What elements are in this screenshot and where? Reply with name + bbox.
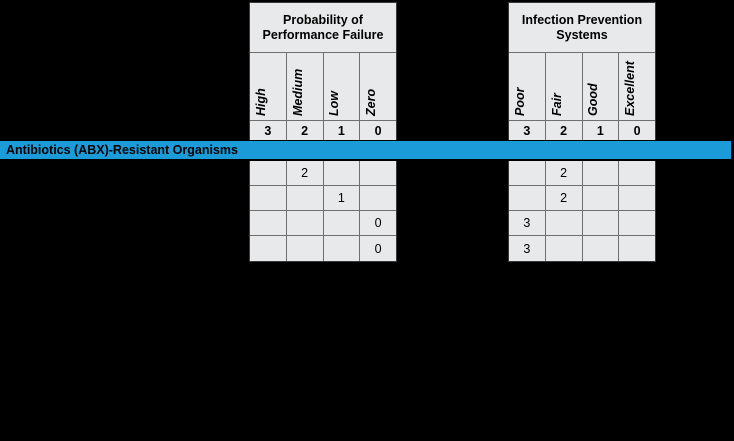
column-score-row-left: 3 2 1 0: [250, 121, 396, 142]
score-cell[interactable]: [509, 186, 546, 210]
column-label-cell-good: Good: [582, 53, 620, 120]
score-cell[interactable]: [582, 161, 620, 185]
score-cell[interactable]: 1: [323, 186, 361, 210]
category-banner-label: Antibiotics (ABX)-Resistant Organisms: [6, 143, 238, 157]
table-row[interactable]: 0: [250, 236, 396, 261]
column-label-excellent: Excellent: [623, 61, 638, 116]
column-label-cell-zero: Zero: [360, 53, 396, 120]
score-cell[interactable]: [619, 236, 655, 261]
score-cell[interactable]: [323, 211, 361, 235]
column-score-fair: 2: [545, 121, 583, 141]
matrix-header-infection-prevention-systems: Infection Prevention Systems Poor Fair G…: [508, 2, 656, 143]
score-cell[interactable]: 2: [545, 186, 583, 210]
column-score-row-right: 3 2 1 0: [509, 121, 655, 142]
column-label-high: High: [253, 88, 268, 116]
column-score-poor: 3: [509, 121, 546, 141]
score-cell[interactable]: [582, 236, 620, 261]
column-score-zero: 0: [360, 121, 396, 141]
score-cell[interactable]: 0: [360, 236, 396, 261]
score-cell[interactable]: [250, 236, 287, 261]
column-label-poor: Poor: [512, 87, 527, 116]
table-row[interactable]: 3: [509, 211, 655, 236]
table-row[interactable]: 2: [250, 161, 396, 186]
group-title-probability-of-performance-failure: Probability of Performance Failure: [250, 3, 396, 53]
column-label-fair: Fair: [549, 93, 564, 116]
score-cell[interactable]: [545, 211, 583, 235]
table-row[interactable]: 1: [250, 186, 396, 211]
group-title-infection-prevention-systems: Infection Prevention Systems: [509, 3, 655, 53]
column-score-high: 3: [250, 121, 287, 141]
column-label-cell-high: High: [250, 53, 287, 120]
score-cell[interactable]: [250, 211, 287, 235]
score-cell[interactable]: 2: [545, 161, 583, 185]
score-cell[interactable]: [545, 236, 583, 261]
column-label-row-right: Poor Fair Good Excellent: [509, 53, 655, 121]
category-banner: Antibiotics (ABX)-Resistant Organisms: [0, 140, 731, 160]
score-cell[interactable]: [360, 186, 396, 210]
score-cell[interactable]: [286, 236, 324, 261]
column-label-cell-excellent: Excellent: [619, 53, 655, 120]
score-cell[interactable]: [250, 186, 287, 210]
score-cell[interactable]: [250, 161, 287, 185]
column-label-medium: Medium: [290, 68, 305, 116]
score-cell[interactable]: [582, 211, 620, 235]
column-score-medium: 2: [286, 121, 324, 141]
matrix-header-probability-of-performance-failure: Probability of Performance Failure High …: [249, 2, 397, 143]
score-cell[interactable]: [509, 161, 546, 185]
score-cell[interactable]: [286, 186, 324, 210]
score-cell[interactable]: [619, 186, 655, 210]
column-label-good: Good: [586, 83, 601, 116]
table-row[interactable]: 0: [250, 211, 396, 236]
score-cell[interactable]: [323, 161, 361, 185]
score-cell[interactable]: [360, 161, 396, 185]
column-label-low: Low: [327, 91, 342, 116]
table-row[interactable]: 3: [509, 236, 655, 261]
column-label-cell-fair: Fair: [545, 53, 583, 120]
column-label-cell-poor: Poor: [509, 53, 546, 120]
column-label-cell-medium: Medium: [286, 53, 324, 120]
score-cell[interactable]: [619, 211, 655, 235]
column-label-row-left: High Medium Low Zero: [250, 53, 396, 121]
column-score-good: 1: [582, 121, 620, 141]
column-label-zero: Zero: [364, 88, 379, 116]
table-row[interactable]: 2: [509, 161, 655, 186]
score-cell[interactable]: [619, 161, 655, 185]
score-cell[interactable]: [286, 211, 324, 235]
score-cell[interactable]: 0: [360, 211, 396, 235]
column-score-excellent: 0: [619, 121, 655, 141]
table-row[interactable]: 2: [509, 186, 655, 211]
score-cell[interactable]: [582, 186, 620, 210]
score-cell[interactable]: 3: [509, 211, 546, 235]
column-score-low: 1: [323, 121, 361, 141]
score-cell[interactable]: 2: [286, 161, 324, 185]
score-cell[interactable]: 3: [509, 236, 546, 261]
score-cell[interactable]: [323, 236, 361, 261]
score-grid-infection-prevention-systems: 2 2 3 3: [508, 161, 656, 262]
score-grid-probability-of-performance-failure: 2 1 0 0: [249, 161, 397, 262]
column-label-cell-low: Low: [323, 53, 361, 120]
